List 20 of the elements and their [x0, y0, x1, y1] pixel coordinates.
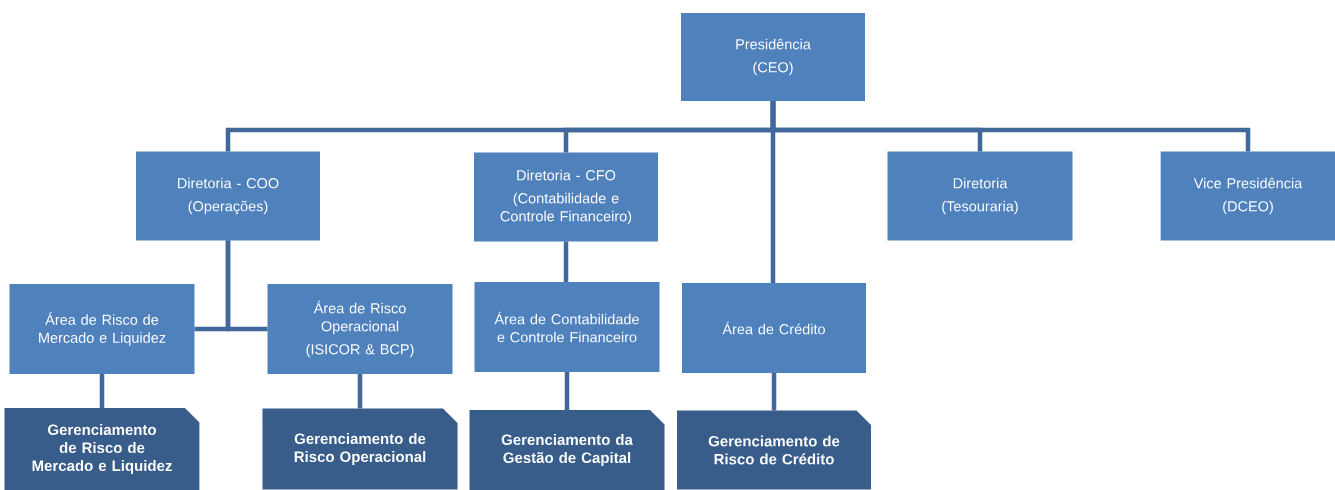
document-box: Gerenciamento de Risco de Mercado e Liquidez — [4, 408, 200, 490]
org-box: Área de Risco de Mercado e Liquidez — [9, 284, 195, 374]
connector-line — [770, 101, 776, 283]
connector-line — [771, 373, 777, 411]
org-box: Diretoria (Tesouraria) — [887, 151, 1073, 241]
connector-line — [564, 372, 570, 410]
org-box: Presidência (CEO) — [681, 13, 865, 101]
org-box: Área de Risco Operacional (ISICOR & BCP) — [267, 284, 453, 374]
document-box: Gerenciamento de Risco Operacional — [262, 408, 458, 490]
connector-line — [357, 374, 363, 409]
org-box: Vice Presidência (DCEO) — [1160, 151, 1335, 241]
connector-line — [563, 241, 569, 282]
document-box: Gerenciamento de Risco de Crédito — [677, 410, 871, 490]
connector-line — [225, 240, 268, 332]
document-box: Gerenciamento da Gestão de Capital — [469, 410, 665, 490]
org-box: Diretoria - COO (Operações) — [136, 151, 320, 241]
connector-line — [99, 374, 105, 408]
org-box: Área de Crédito — [682, 283, 866, 373]
org-box: Área de Contabilidade e Controle Financeiro — [474, 282, 660, 372]
org-box: Diretoria - CFO (Contabilidade e Controle Financeiro) — [474, 152, 658, 242]
